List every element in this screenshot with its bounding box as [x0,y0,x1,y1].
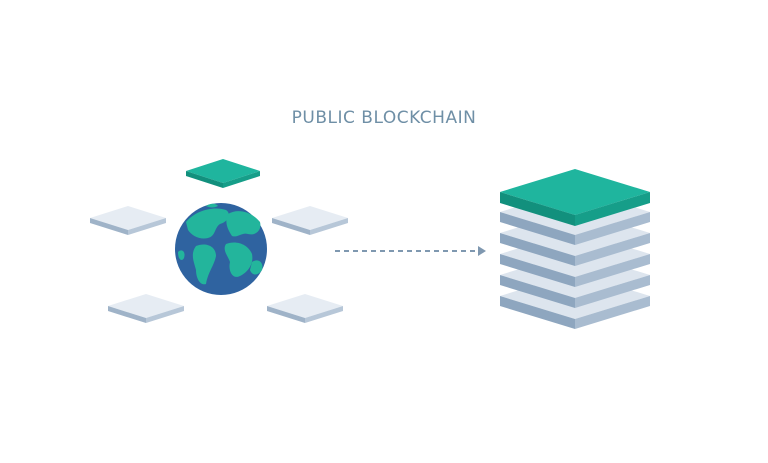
node-left-upper [90,206,166,235]
globe-icon [175,203,267,295]
block-stack-icon [500,169,650,329]
top-block-teal [500,169,650,226]
network-nodes [90,159,348,323]
node-left-lower [108,294,184,323]
diagram-title: PUBLIC BLOCKCHAIN [291,108,477,128]
node-right-upper [272,206,348,235]
node-right-lower [267,294,343,323]
dashed-arrow [335,246,486,256]
node-top-teal [186,159,260,188]
